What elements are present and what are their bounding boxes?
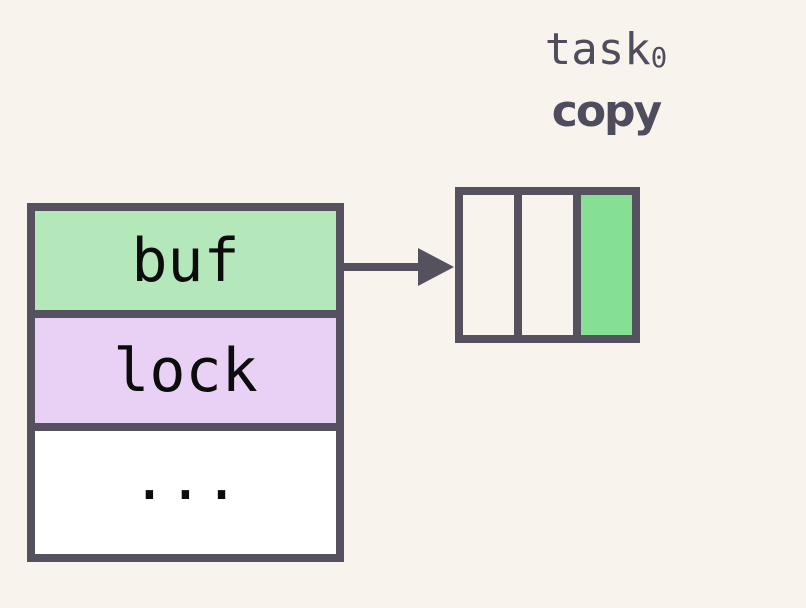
struct-box: buf lock ... [27, 203, 344, 562]
struct-row-ellipsis: ... [31, 427, 340, 558]
buf-pointer-arrow-head [418, 248, 454, 286]
task-name: task0 [466, 28, 746, 81]
heap-array-cell-1 [518, 191, 577, 339]
struct-row-buf: buf [31, 207, 340, 314]
struct-row-lock: lock [31, 314, 340, 427]
task-label-block: task0 copy [466, 28, 746, 137]
heap-array-cell-2 [577, 191, 636, 339]
struct-row-ellipsis-label: ... [131, 443, 240, 514]
struct-row-lock-label: lock [113, 335, 258, 406]
task-index-subscript: 0 [650, 43, 668, 74]
operation-label: copy [551, 86, 663, 137]
task-name-text: task [544, 24, 651, 75]
heap-array-box [455, 187, 640, 343]
heap-array-cell-0 [459, 191, 518, 339]
struct-row-buf-label: buf [131, 225, 240, 296]
